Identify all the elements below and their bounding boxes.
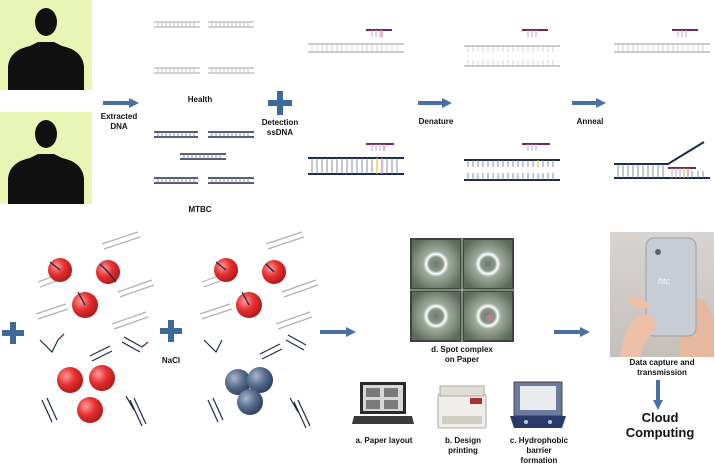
plus-nanoparticles	[2, 322, 24, 344]
label-data-capture: Data capture and transmission	[629, 358, 695, 377]
label-hydrophobic-barrier: c. Hydrophobic barrier formation	[509, 436, 569, 465]
arrow-denature	[418, 98, 452, 108]
health-dna-fragments	[154, 21, 254, 74]
arrow-to-health-mtbc	[103, 98, 139, 108]
plus-nacl	[160, 320, 182, 342]
hotplate-icon	[510, 381, 566, 428]
nanoparticle-panel-aggregated	[199, 231, 319, 429]
label-extracted-dna: Extracted DNA	[100, 112, 138, 131]
label-anneal: Anneal	[576, 117, 604, 126]
label-spot-complex: d. Spot complex on Paper	[431, 345, 493, 364]
nanoparticle-panel-dispersed	[35, 231, 155, 427]
label-detection-ssdna: Detection ssDNA	[261, 118, 299, 137]
arrow-to-spot	[320, 327, 356, 337]
denatured-health-strands	[464, 29, 560, 67]
paper-spot-photo	[410, 238, 514, 342]
label-nacl: NaCl	[161, 356, 181, 365]
label-health: Health	[187, 95, 213, 104]
phone-brand: htc	[658, 276, 671, 286]
denatured-mtbc-strands	[464, 143, 560, 181]
annealed-mtbc-probe-hybrid	[614, 141, 710, 179]
probe-and-health-dsdna	[308, 29, 404, 53]
label-cloud-computing: Cloud Computing	[625, 410, 695, 440]
arrow-to-cloud	[653, 380, 663, 410]
printer-icon	[437, 385, 487, 429]
arrow-to-phone	[554, 327, 590, 337]
probe-and-mtbc-dsdna	[308, 143, 404, 175]
label-paper-layout: a. Paper layout	[355, 436, 413, 445]
mtbc-dna-fragments	[154, 131, 254, 184]
person-silhouette-health	[8, 8, 84, 90]
label-denature: Denature	[418, 117, 454, 126]
arrow-anneal	[572, 98, 606, 108]
annealed-health-dsdna	[614, 29, 710, 53]
person-silhouette-mtbc	[8, 120, 84, 204]
label-mtbc: MTBC	[188, 205, 212, 214]
label-design-printing: b. Design printing	[444, 436, 481, 455]
plus-detection	[268, 91, 292, 115]
phone-photo: htc	[610, 232, 714, 357]
laptop-icon	[352, 382, 414, 424]
